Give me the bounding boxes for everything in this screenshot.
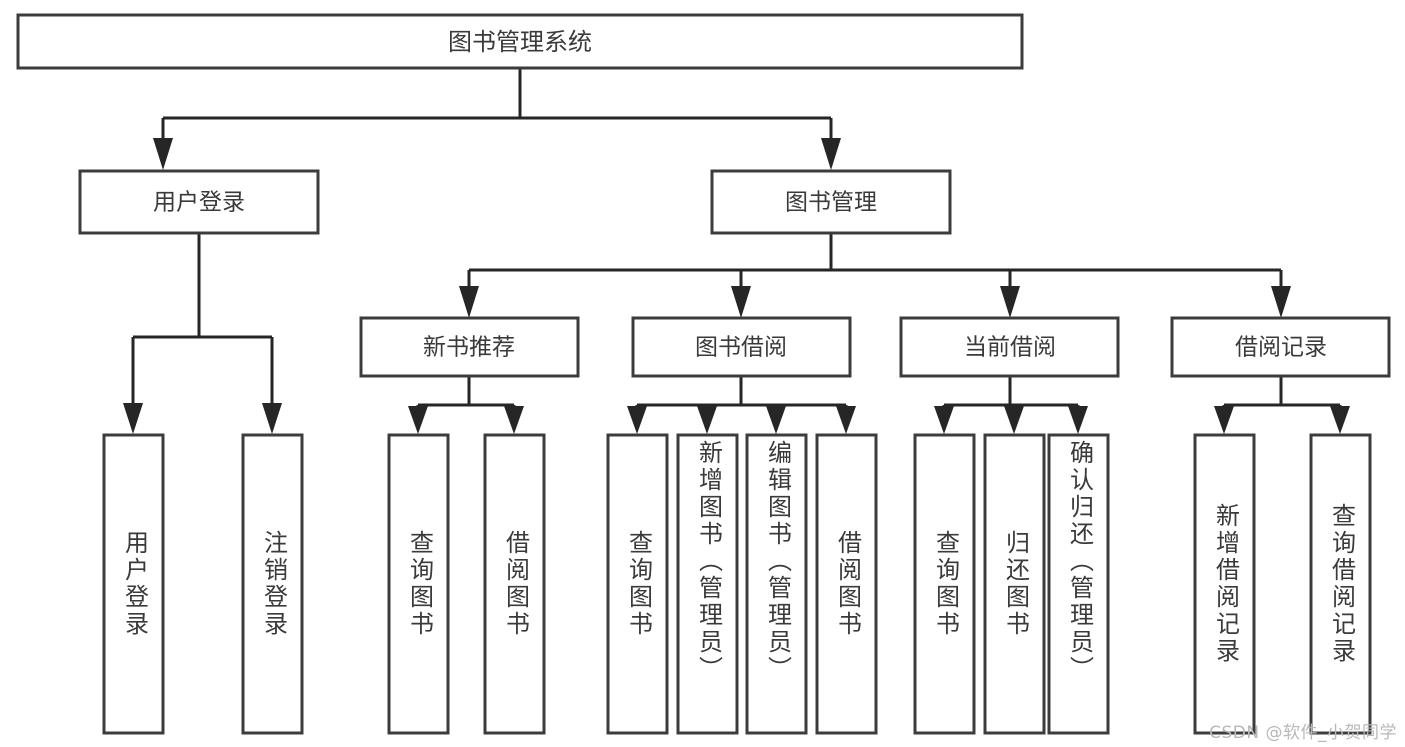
node-book-borrow[interactable]: 图书借阅 bbox=[631, 316, 852, 378]
leaf-box-borrow-record-2[interactable] bbox=[1309, 433, 1372, 735]
node-root-label: 图书管理系统 bbox=[448, 28, 592, 56]
arrow-head-leaf-book-borrow-3 bbox=[766, 406, 786, 434]
arrow-head-leaf-current-borrow-3 bbox=[1068, 406, 1088, 434]
node-borrow-record-label: 借阅记录 bbox=[1235, 335, 1327, 361]
connector-group-user-login bbox=[123, 233, 282, 434]
node-borrow-record-box[interactable] bbox=[1170, 316, 1391, 378]
leaf-box-current-borrow-3[interactable] bbox=[1047, 433, 1110, 735]
connector-group-current-borrow bbox=[934, 376, 1088, 434]
node-book-borrow-box[interactable] bbox=[631, 316, 852, 378]
arrow-head-leaf-new-book-rec-2 bbox=[504, 406, 524, 434]
arrow-head-leaf-borrow-record-1 bbox=[1214, 406, 1234, 434]
connector-group-book-manage bbox=[459, 233, 1291, 318]
node-new-book-rec[interactable]: 新书推荐 bbox=[359, 316, 580, 378]
node-root[interactable]: 图书管理系统 bbox=[16, 13, 1024, 70]
leaf-box-book-borrow-1[interactable] bbox=[606, 433, 669, 735]
arrow-head-leaf-current-borrow-2 bbox=[1004, 406, 1024, 434]
arrow-head-leaf-user-login-2 bbox=[262, 403, 282, 434]
arrow-head-leaf-borrow-record-2 bbox=[1330, 406, 1350, 434]
leaf-box-user-login-1[interactable] bbox=[102, 433, 165, 735]
leaf-box-book-borrow-4[interactable] bbox=[815, 433, 878, 735]
node-borrow-record[interactable]: 借阅记录 bbox=[1170, 316, 1391, 378]
leaf-box-new-book-rec-1[interactable] bbox=[387, 433, 450, 735]
connector-group-root bbox=[153, 68, 841, 170]
leaf-box-new-book-rec-2[interactable] bbox=[483, 433, 546, 735]
node-current-borrow[interactable]: 当前借阅 bbox=[899, 316, 1120, 378]
arrow-head-leaf-user-login-1 bbox=[123, 403, 143, 434]
node-book-manage-box[interactable] bbox=[710, 169, 952, 235]
arrow-head-leaf-current-borrow-1 bbox=[934, 406, 954, 434]
node-new-book-rec-label: 新书推荐 bbox=[423, 335, 515, 361]
node-current-borrow-label: 当前借阅 bbox=[964, 335, 1056, 361]
connector-group-new-book-rec bbox=[408, 376, 524, 434]
connector-group-borrow-record bbox=[1214, 376, 1350, 434]
node-user-login-label: 用户登录 bbox=[153, 190, 245, 216]
arrow-head-leaf-book-borrow-2 bbox=[697, 406, 717, 434]
leaf-box-group bbox=[102, 433, 1372, 735]
node-current-borrow-box[interactable] bbox=[899, 316, 1120, 378]
arrow-head-book-borrow bbox=[731, 286, 751, 318]
arrow-head-leaf-book-borrow-4 bbox=[836, 406, 856, 434]
connector-group-book-borrow bbox=[627, 376, 856, 434]
node-book-manage-label: 图书管理 bbox=[785, 190, 877, 216]
leaf-box-user-login-2[interactable] bbox=[241, 433, 304, 735]
node-user-login[interactable]: 用户登录 bbox=[78, 169, 320, 235]
arrow-head-borrow-record bbox=[1271, 286, 1291, 318]
leaf-box-current-borrow-2[interactable] bbox=[983, 433, 1046, 735]
node-user-login-box[interactable] bbox=[78, 169, 320, 235]
arrow-head-leaf-book-borrow-1 bbox=[627, 406, 647, 434]
arrow-head-book-manage bbox=[821, 138, 841, 170]
node-book-borrow-label: 图书借阅 bbox=[695, 335, 787, 361]
arrow-head-user-login bbox=[153, 138, 173, 170]
arrow-head-current-borrow bbox=[1000, 286, 1020, 318]
csdn-watermark: CSDN @软件_小贺同学 bbox=[1209, 723, 1397, 743]
leaf-box-current-borrow-1[interactable] bbox=[913, 433, 976, 735]
leaf-box-book-borrow-2[interactable] bbox=[676, 433, 739, 735]
leaf-box-borrow-record-1[interactable] bbox=[1193, 433, 1256, 735]
node-book-manage[interactable]: 图书管理 bbox=[710, 169, 952, 235]
leaf-box-book-borrow-3[interactable] bbox=[745, 433, 808, 735]
node-new-book-rec-box[interactable] bbox=[359, 316, 580, 378]
arrow-head-new-book-rec bbox=[459, 286, 479, 318]
node-root-box[interactable] bbox=[16, 13, 1024, 70]
arrow-head-leaf-new-book-rec-1 bbox=[408, 406, 428, 434]
